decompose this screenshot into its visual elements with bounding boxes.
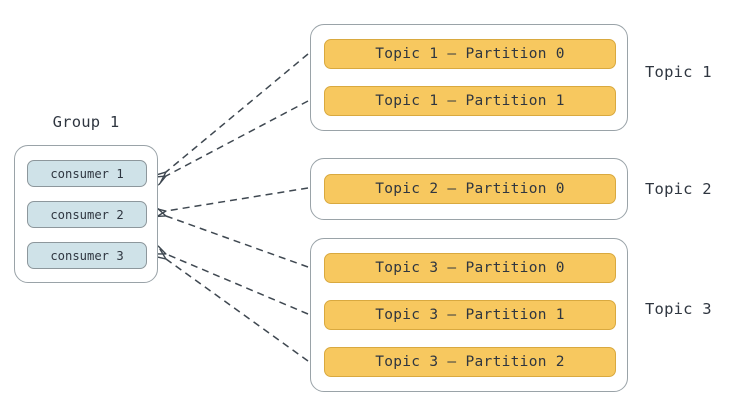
topic-label-3: Topic 3 — [645, 300, 712, 318]
consumer-box-3[interactable]: consumer 3 — [27, 242, 147, 269]
partition-topic-2-partition-0[interactable]: Topic 2 – Partition 0 — [324, 174, 616, 204]
edge-topic-2-partition-0-to-consumer-2 — [166, 187, 309, 211]
edge-topic-3-partition-2-to-consumer-3 — [166, 259, 309, 362]
edge-topic-1-partition-1-to-consumer-1 — [166, 100, 309, 176]
partition-topic-1-partition-0[interactable]: Topic 1 – Partition 0 — [324, 39, 616, 69]
consumer-box-1[interactable]: consumer 1 — [27, 160, 147, 187]
edge-topic-3-partition-0-to-consumer-2 — [166, 216, 309, 268]
group-title: Group 1 — [52, 113, 120, 131]
topic-label-2: Topic 2 — [645, 180, 712, 198]
edge-topic-1-partition-0-to-consumer-1 — [166, 53, 309, 172]
topic-2-container: Topic 2 – Partition 0 — [310, 158, 628, 220]
topic-3-container: Topic 3 – Partition 0 Topic 3 – Partitio… — [310, 238, 628, 392]
partition-topic-3-partition-2[interactable]: Topic 3 – Partition 2 — [324, 347, 616, 377]
topic-label-1: Topic 1 — [645, 63, 712, 81]
partition-topic-3-partition-0[interactable]: Topic 3 – Partition 0 — [324, 253, 616, 283]
consumer-box-2[interactable]: consumer 2 — [27, 201, 147, 228]
partition-topic-3-partition-1[interactable]: Topic 3 – Partition 1 — [324, 300, 616, 330]
partition-topic-1-partition-1[interactable]: Topic 1 – Partition 1 — [324, 86, 616, 116]
edge-topic-3-partition-1-to-consumer-3 — [166, 254, 309, 315]
topic-1-container: Topic 1 – Partition 0 Topic 1 – Partitio… — [310, 24, 628, 131]
consumer-group-container: consumer 1 consumer 2 consumer 3 — [14, 145, 158, 283]
